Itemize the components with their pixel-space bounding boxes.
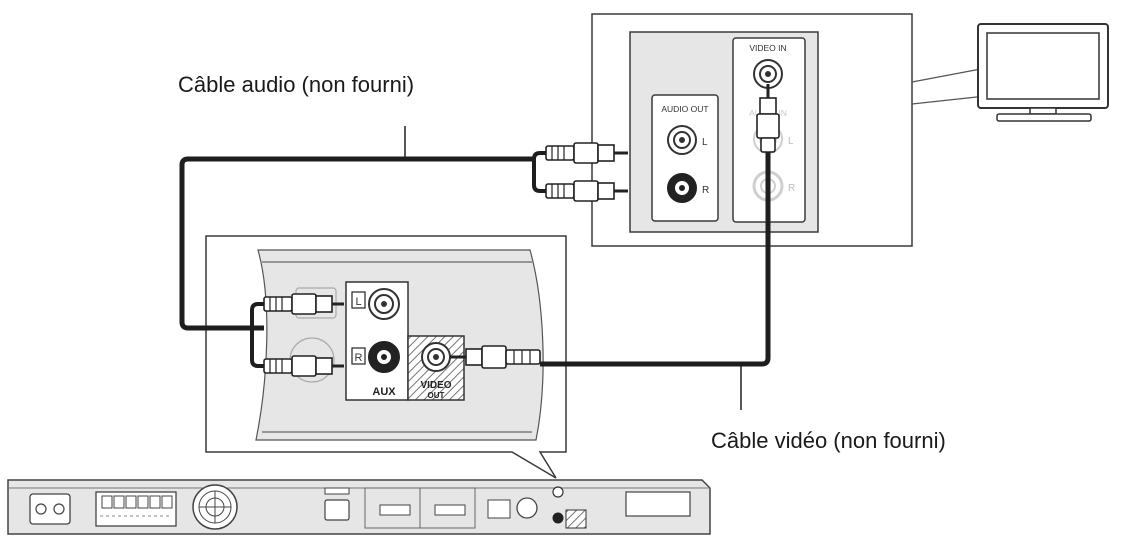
player-aux-r-label: R — [355, 352, 363, 364]
player-video-plug — [450, 345, 541, 369]
tv-audio-plug-l — [545, 142, 628, 164]
player-aux-l-jack — [368, 288, 400, 320]
player-aux-l-label: L — [355, 296, 361, 308]
disc-tray-slot-icon — [625, 491, 691, 517]
tv-video-in-label: VIDEO IN — [749, 43, 786, 53]
antenna-jack-icon — [516, 497, 538, 519]
player-audio-plug-r — [263, 355, 344, 377]
player-audio-plug-l — [263, 293, 344, 315]
player-aux-label: AUX — [372, 386, 396, 398]
tv-video-plug — [756, 84, 780, 153]
video-cable — [540, 144, 771, 410]
tv-connector-panel: AUDIO OUT L R VIDEO IN AUDIO IN L — [591, 13, 913, 247]
tv-audio-out-label: AUDIO OUT — [661, 104, 708, 114]
cooling-fan-icon — [192, 484, 238, 530]
tv-icon — [977, 23, 1109, 122]
speaker-terminals-icon — [95, 491, 177, 527]
tv-audio-in-r-label: R — [788, 183, 795, 194]
tv-audio-out-r-jack — [667, 173, 697, 203]
lan-port-icon — [324, 499, 350, 521]
tv-video-in-jack — [753, 59, 783, 89]
tv-audio-out-l-jack — [667, 125, 697, 155]
power-inlet-icon — [29, 493, 71, 525]
player-aux-r-jack — [368, 341, 400, 373]
hdmi-port-icon — [379, 504, 411, 516]
video-cable-caption: Câble vidéo (non fourni) — [711, 428, 946, 453]
tv-audio-in-l-label: L — [788, 136, 794, 147]
tv-audio-out-r-label: R — [702, 185, 709, 196]
audio-cable — [179, 126, 546, 368]
tv-audio-plug-r — [545, 180, 628, 202]
audio-cable-caption: Câble audio (non fourni) — [178, 72, 415, 97]
player-video-out-jack — [421, 342, 451, 372]
player-rear-panel — [7, 479, 711, 535]
player-video-out-label-1: VIDEO — [420, 380, 451, 391]
player-video-out-label-2: OUT — [428, 391, 445, 400]
tv-audio-out-l-label: L — [702, 137, 708, 148]
